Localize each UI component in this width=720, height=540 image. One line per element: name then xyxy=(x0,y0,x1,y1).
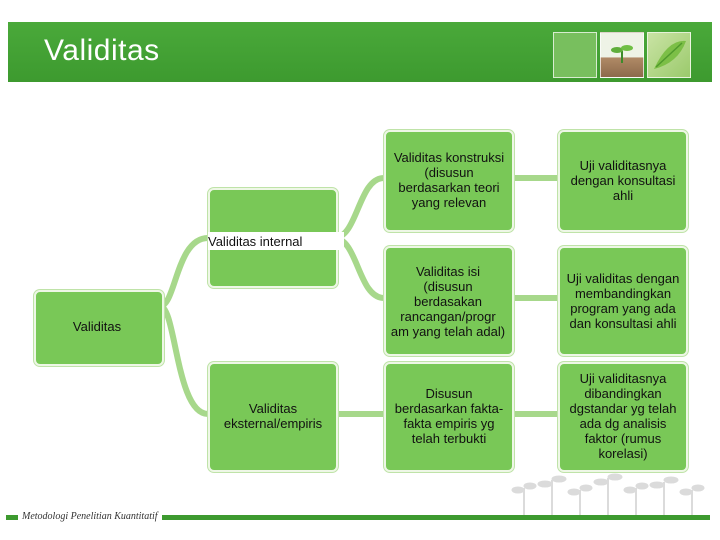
plant-illustration xyxy=(512,474,704,515)
footer-text: Metodologi Penelitian Kuantitatif xyxy=(18,510,162,523)
method-empiris-label: Disusun berdasarkan fakta-fakta empiris … xyxy=(392,366,506,466)
connector-root-internal xyxy=(160,238,208,306)
method-isi-label: Validitas isi (disusun berdasakan rancan… xyxy=(390,250,506,352)
external-node-label: Validitas eksternal/empiris xyxy=(210,366,336,466)
root-node-label: Validitas xyxy=(34,290,160,362)
internal-node-label: Validitas internal xyxy=(208,232,344,250)
method-konstruksi-label: Validitas konstruksi (disusun berdasarka… xyxy=(392,132,506,228)
test-isi-label: Uji validitas dengan membandingkan progr… xyxy=(562,250,684,352)
connector-root-external xyxy=(160,306,208,414)
connector-internal-konstruksi xyxy=(334,178,384,238)
test-empiris-label: Uji validitasnya dibandingkan dgstandar … xyxy=(562,366,684,466)
test-konstruksi-label: Uji validitasnya dengan konsultasi ahli xyxy=(562,132,684,228)
